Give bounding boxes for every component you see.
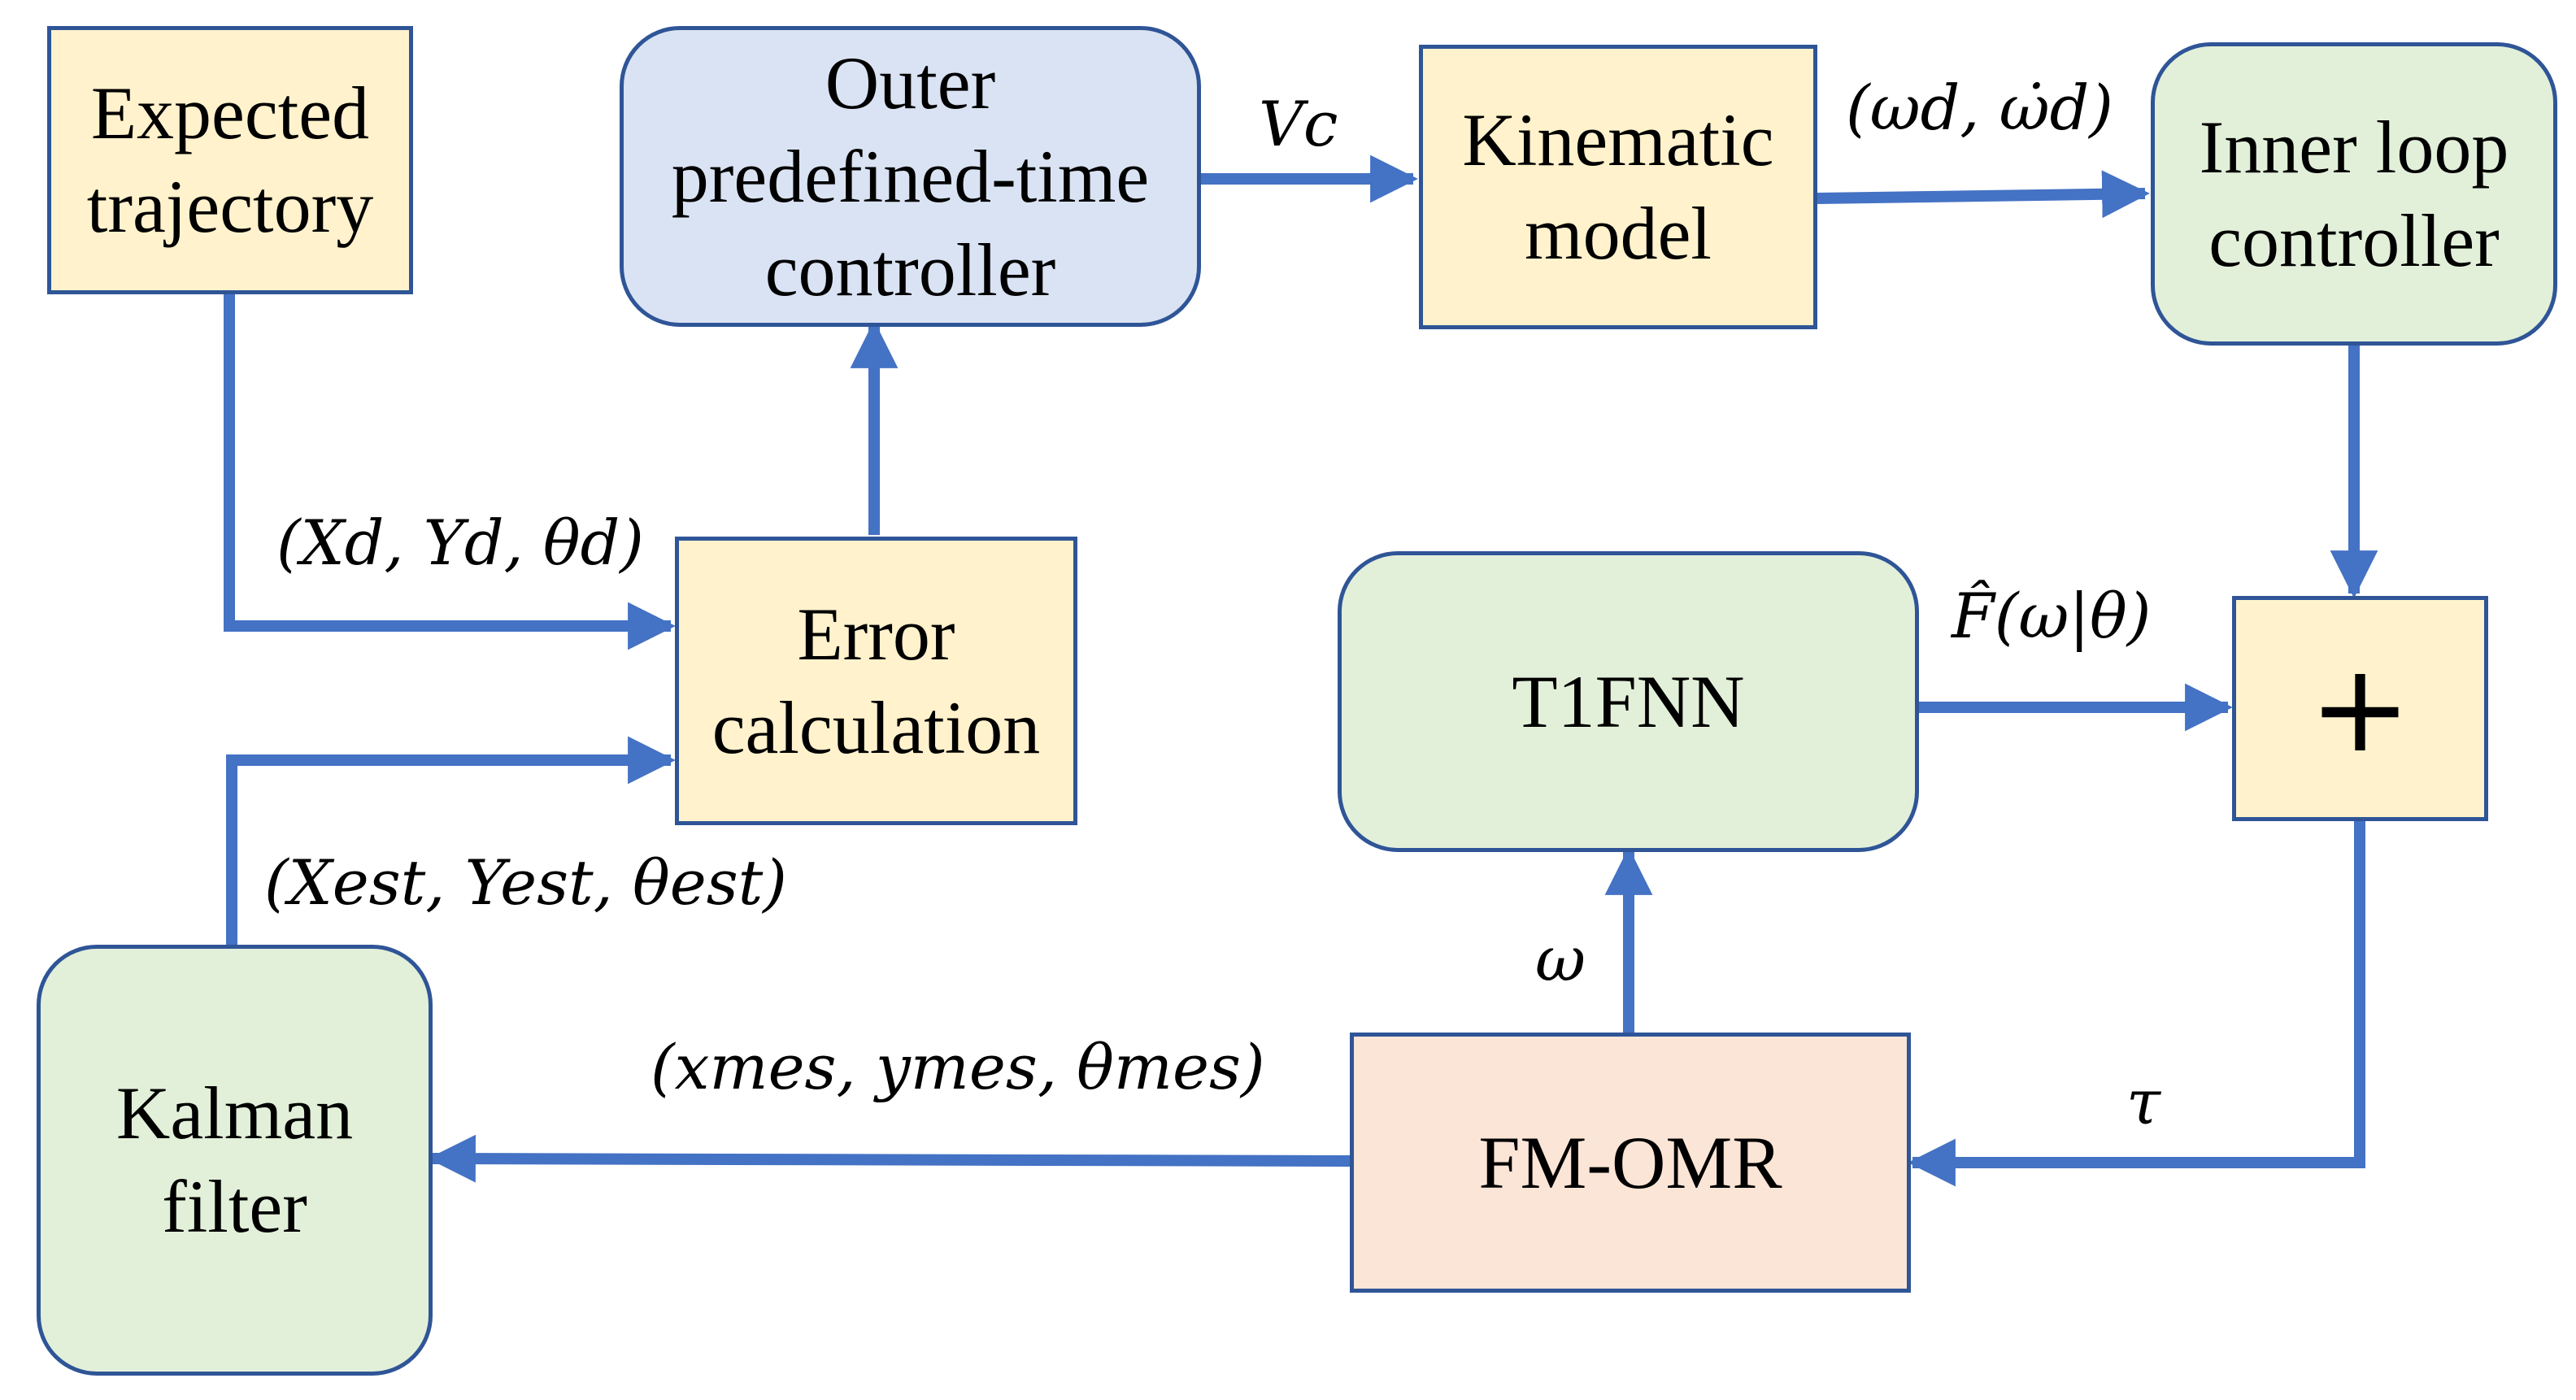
plus-icon: +: [2308, 637, 2412, 780]
desired-pose-label: (Xd, Yd, θd): [276, 507, 644, 579]
inner-loop-controller-line-1: Inner loop: [2199, 105, 2509, 189]
outer-controller-line-3: controller: [764, 228, 1056, 311]
measured-pose-label: (xmes, ymes, θmes): [651, 1031, 1265, 1103]
t1fnn-label: T1FNN: [1512, 659, 1745, 743]
outer-controller-block: Outer predefined-time controller: [620, 26, 1201, 327]
kinematic-model-block: Kinematic model: [1419, 45, 1817, 329]
summation-block: +: [2232, 596, 2488, 821]
fhat-label: F̂(ω|θ): [1952, 580, 2152, 652]
arrow-fmomr-to-kalman: [428, 1134, 1351, 1183]
arrow-expected-to-error: [224, 294, 676, 650]
expected-trajectory-line-2: trajectory: [86, 165, 374, 248]
t1fnn-block: T1FNN: [1338, 551, 1919, 852]
arrow-kalman-to-error: [226, 736, 676, 945]
kinematic-model-line-1: Kinematic: [1462, 98, 1774, 181]
inner-loop-controller-line-2: controller: [2208, 198, 2500, 282]
kalman-filter-line-2: filter: [162, 1165, 307, 1248]
omega-label: ω: [1535, 923, 1586, 995]
arrow-sum-to-fmomr: [1908, 821, 2365, 1187]
error-calculation-line-1: Error: [797, 592, 955, 676]
kalman-filter-line-1: Kalman: [115, 1072, 354, 1154]
expected-trajectory-line-1: Expected: [90, 72, 370, 154]
outer-controller-line-1: Outer: [825, 41, 996, 124]
vc-label: Vc: [1259, 88, 1338, 160]
arrow-kinematic-to-inner: [1817, 170, 2150, 219]
tau-label: τ: [2126, 1066, 2161, 1138]
outer-controller-line-2: predefined-time: [671, 134, 1150, 218]
expected-trajectory-block: Expected trajectory: [47, 26, 413, 294]
estimated-pose-label: (Xest, Yest, θest): [264, 846, 787, 919]
kalman-filter-block: Kalman filter: [37, 945, 433, 1376]
inner-loop-controller-block: Inner loop controller: [2151, 42, 2557, 346]
omega-d-label: (ωd, ω̇d): [1846, 72, 2113, 144]
fm-omr-label: FM-OMR: [1478, 1120, 1782, 1204]
kinematic-model-line-2: model: [1525, 192, 1712, 275]
error-calculation-block: Error calculation: [675, 537, 1077, 825]
error-calculation-line-2: calculation: [711, 685, 1041, 769]
fm-omr-block: FM-OMR: [1350, 1033, 1911, 1293]
